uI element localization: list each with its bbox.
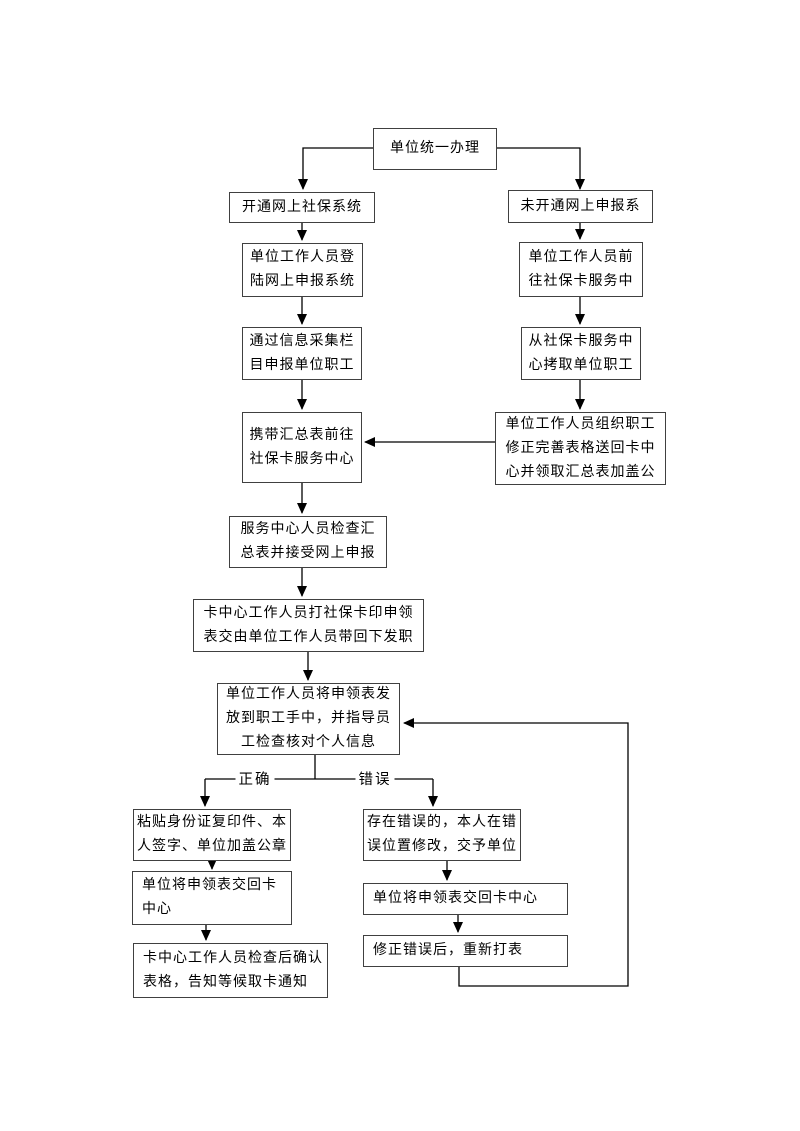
flow-node-bring: 携带汇总表前往 社保卡服务中心 — [242, 412, 362, 483]
connector-reprint-loopback — [403, 718, 629, 987]
flow-node-wrong: 存在错误的，本人在错 误位置修改，交予单位 — [363, 809, 521, 861]
flow-node-check: 服务中心人员检查汇 总表并接受网上申报 — [229, 516, 387, 568]
branch-label-error: 错误 — [355, 771, 395, 789]
flow-node-online: 开通网上社保系统 — [229, 192, 375, 223]
flow-node-confirm: 卡中心工作人员检查后确认 表格，告知等候取卡通知 — [133, 943, 328, 998]
flow-node-login: 单位工作人员登 陆网上申报系统 — [242, 243, 363, 297]
flow-node-copy: 从社保卡服务中 心拷取单位职工 — [521, 327, 641, 380]
flow-node-print: 卡中心工作人员打社保卡印申领 表交由单位工作人员带回下发职 — [193, 599, 424, 652]
connector-start-online — [298, 147, 373, 190]
connector-start-offline — [497, 147, 585, 190]
branch-label-correct: 正确 — [235, 771, 275, 789]
flow-node-offline: 未开通网上申报系 — [508, 190, 653, 223]
flow-node-organize: 单位工作人员组织职工 修正完善表格送回卡中 心并领取汇总表加盖公 — [495, 412, 666, 485]
flow-node-return-card-center-correct: 单位将申领表交回卡 中心 — [132, 871, 292, 925]
flow-node-distribute: 单位工作人员将申领表发 放到职工手中，并指导员 工检查核对个人信息 — [217, 683, 400, 755]
flow-node-visit: 单位工作人员前 往社保卡服务中 — [519, 242, 643, 297]
flow-node-start: 单位统一办理 — [373, 128, 497, 170]
flow-node-paste: 粘贴身份证复印件、本 人签字、单位加盖公章 — [133, 809, 291, 861]
flow-node-return-card-center-error: 单位将申领表交回卡中心 — [363, 883, 568, 915]
flow-node-collect: 通过信息采集栏 目申报单位职工 — [242, 327, 362, 380]
flow-node-reprint: 修正错误后，重新打表 — [363, 935, 568, 967]
